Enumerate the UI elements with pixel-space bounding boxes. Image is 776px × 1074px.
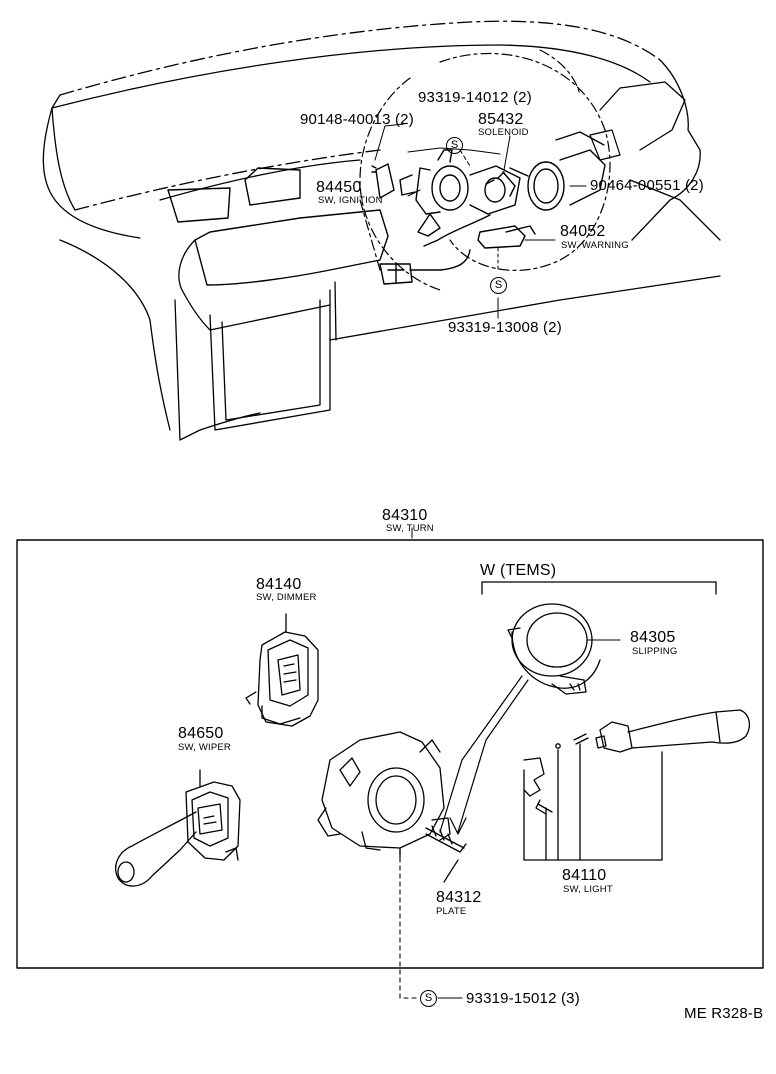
label-93319-13008: 93319-13008 (2) <box>448 319 562 336</box>
s-symbol-icon: S <box>420 990 437 1007</box>
s-symbol-icon: S <box>490 277 507 294</box>
label-85432: 85432 <box>478 111 524 128</box>
name-sw-dimmer: SW, DIMMER <box>256 592 317 603</box>
label-84305: 84305 <box>630 629 676 646</box>
label-84312: 84312 <box>436 889 482 906</box>
label-93319-14012: 93319-14012 (2) <box>418 89 532 106</box>
label-84450: 84450 <box>316 179 362 196</box>
label-84650: 84650 <box>178 725 224 742</box>
name-sw-turn: SW, TURN <box>386 523 434 534</box>
label-90148-40013: 90148-40013 (2) <box>300 111 414 128</box>
switch-body <box>317 731 467 859</box>
wiper-switch <box>115 769 241 887</box>
name-plate: PLATE <box>436 906 467 917</box>
light-switch <box>523 709 751 861</box>
plate-arrows <box>439 675 529 883</box>
label-93319-15012: 93319-15012 (3) <box>466 990 580 1007</box>
label-w-tems: W (TEMS) <box>480 562 557 579</box>
reference-code: ME R328-B <box>684 1005 764 1022</box>
tems-bracket <box>481 581 717 595</box>
s-symbol-icon: S <box>446 137 463 154</box>
label-90464-00551: 90464-00551 (2) <box>590 177 704 194</box>
name-sw-warning: SW, WARNING <box>561 240 629 251</box>
label-84110: 84110 <box>562 867 607 884</box>
name-sw-wiper: SW, WIPER <box>178 742 231 753</box>
name-sw-light: SW, LIGHT <box>563 884 613 895</box>
name-slipping: SLIPPING <box>632 646 678 657</box>
dashboard-outline <box>42 20 721 441</box>
top-leader-lines <box>374 123 587 319</box>
turn-switch-frame <box>16 539 764 969</box>
ignition-assembly <box>371 149 606 285</box>
bottom-dashed-leader <box>399 849 421 999</box>
label-84140: 84140 <box>256 576 302 593</box>
name-sw-ignition: SW, IGNITION <box>318 195 383 206</box>
dimmer-switch <box>245 613 319 727</box>
slipping-ring <box>507 603 601 695</box>
label-84310: 84310 <box>382 507 428 524</box>
label-84052: 84052 <box>560 223 606 240</box>
name-solenoid: SOLENOID <box>478 127 529 138</box>
